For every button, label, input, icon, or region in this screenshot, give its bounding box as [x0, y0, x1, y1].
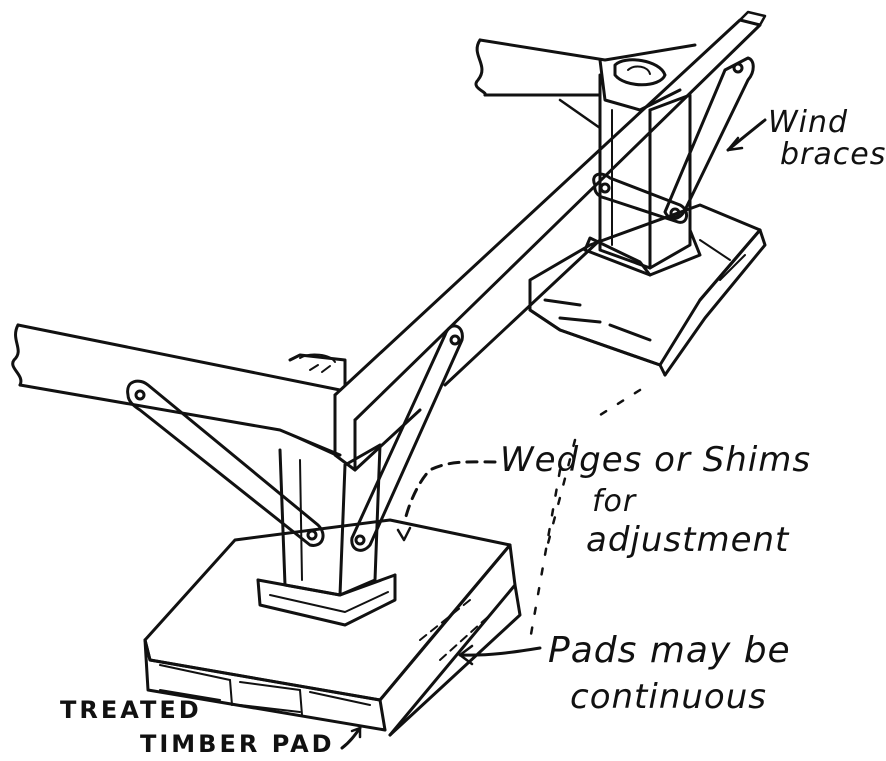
near-timber-pad	[143, 518, 522, 737]
near-post	[278, 443, 382, 597]
near-cross-beam	[11, 323, 347, 457]
wedges-leader	[396, 460, 497, 542]
continuation-dashes	[528, 388, 642, 642]
main-diagonal-beam	[333, 10, 767, 472]
treated-label-line1: TREATED	[60, 696, 202, 724]
far-wedge	[583, 228, 702, 277]
far-brace-arrow	[726, 118, 767, 152]
wind-braces-label-line2: braces	[780, 137, 886, 172]
far-timber-pad	[528, 203, 767, 377]
pads-label-line1: Pads may be	[548, 630, 791, 671]
far-wind-brace	[592, 56, 755, 224]
wedges-label-line3: adjustment	[586, 520, 790, 560]
far-cross-beam	[474, 38, 697, 130]
treated-pad-arrow	[340, 726, 362, 750]
pads-label-line2: continuous	[570, 677, 767, 717]
wedges-label-line1: Wedges or Shims	[500, 440, 812, 480]
pads-leader	[458, 644, 542, 666]
near-wind-brace-left	[126, 379, 325, 547]
treated-label-line2: TIMBER PAD	[140, 730, 335, 758]
wind-braces-label-line1: Wind	[768, 105, 849, 140]
wedges-label-line2: for	[592, 484, 637, 519]
near-wedge	[256, 573, 397, 627]
near-wind-brace-right	[350, 324, 464, 552]
